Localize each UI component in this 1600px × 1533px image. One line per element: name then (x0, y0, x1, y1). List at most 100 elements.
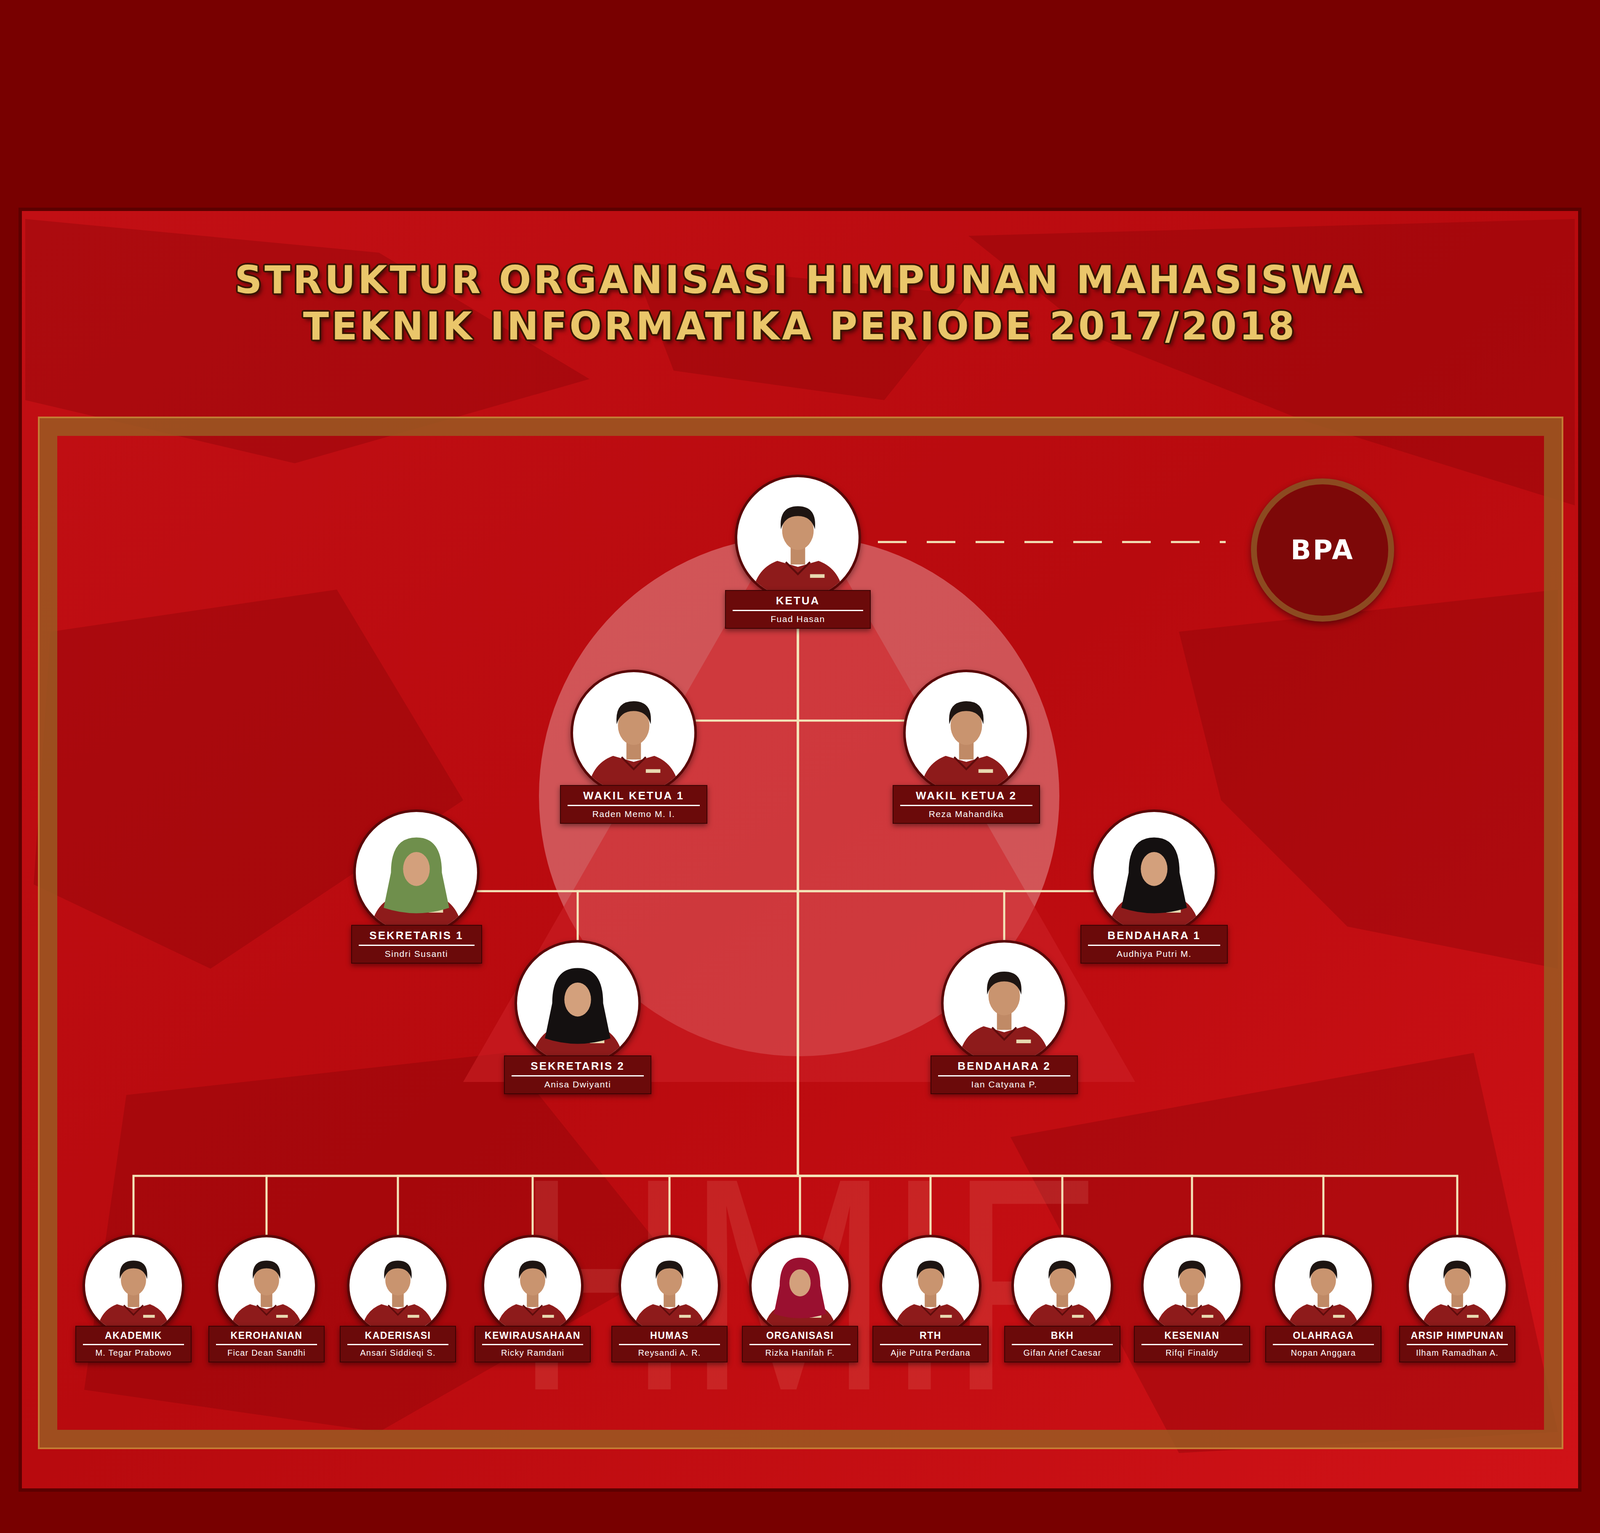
member-node: KETUA Fuad Hasan (725, 474, 871, 629)
person-name: Reza Mahandika (900, 808, 1033, 819)
role-title: BENDAHARA 2 (938, 1059, 1071, 1077)
name-plate: KEROHANIAN Ficar Dean Sandhi (208, 1325, 325, 1363)
photo-circle (749, 1234, 851, 1337)
person-name: Rifqi Finaldy (1141, 1347, 1243, 1358)
badge (679, 1314, 691, 1318)
portrait (882, 1237, 979, 1334)
photo-circle (1090, 809, 1218, 936)
hair (518, 1260, 547, 1279)
person-name: Fuad Hasan (732, 613, 864, 624)
photo-circle (903, 669, 1030, 796)
photo-circle (879, 1234, 982, 1337)
member-node: ARSIP HIMPUNANIlham Ramadhan A. (1399, 1234, 1516, 1363)
connector-line (797, 628, 905, 721)
badge (407, 1314, 420, 1318)
hair (1443, 1260, 1471, 1279)
role-title: RTH (880, 1329, 982, 1345)
badge (1072, 1314, 1084, 1318)
role-title: KADERISASI (347, 1329, 449, 1345)
portrait (484, 1237, 582, 1334)
connector-line (695, 628, 798, 721)
person-name: Ricky Ramdani (482, 1347, 584, 1358)
person-name: Ajie Putra Perdana (880, 1347, 982, 1358)
hair (780, 506, 816, 530)
member-node: WAKIL KETUA 2Reza Mahandika (892, 669, 1040, 824)
person-name: Reysandi A. R. (618, 1347, 720, 1358)
hair (916, 1260, 944, 1279)
role-title: KETUA (732, 594, 864, 611)
frame (48, 426, 1554, 1439)
member-node: BENDAHARA 2Ian Catyana P. (930, 939, 1078, 1094)
role-title: ORGANISASI (749, 1329, 851, 1345)
name-plate: BENDAHARA 1Audhiya Putri M. (1080, 924, 1228, 964)
photo-circle (1406, 1234, 1509, 1337)
texture (25, 218, 1575, 1453)
role-title: SEKRETARIS 1 (358, 928, 475, 946)
name-plate: KETUA Fuad Hasan (725, 589, 871, 629)
frame-edge (38, 417, 1563, 1448)
member-node: SEKRETARIS 1Sindri Susanti (351, 809, 483, 964)
member-node: KADERISASI Ansari Siddieqi S. (339, 1234, 456, 1363)
portrait (1143, 1237, 1241, 1334)
photo-circle (215, 1234, 318, 1337)
member-node: KEWIRAUSAHAANRicky Ramdani (474, 1234, 591, 1363)
badge (1201, 1314, 1214, 1318)
role-title: HUMAS (618, 1329, 720, 1345)
role-title: ARSIP HIMPUNAN (1406, 1329, 1508, 1345)
badge (810, 573, 825, 578)
badge (276, 1314, 288, 1318)
role-title: BENDAHARA 1 (1088, 928, 1221, 946)
name-plate: ARSIP HIMPUNANIlham Ramadhan A. (1399, 1325, 1516, 1363)
photo-circle (82, 1234, 185, 1337)
advisor-node: BPA (1250, 478, 1395, 622)
hair (384, 1260, 412, 1279)
badge (645, 768, 661, 773)
portrait (218, 1237, 315, 1334)
member-node: WAKIL KETUA 1Raden Memo M. I. (560, 669, 708, 824)
person-name: Nopan Anggara (1272, 1347, 1374, 1358)
role-title: KEROHANIAN (216, 1329, 318, 1345)
person-name: Anisa Dwiyanti (511, 1079, 644, 1090)
member-node: KEROHANIAN Ficar Dean Sandhi (208, 1234, 325, 1363)
hair (616, 701, 651, 725)
portrait (1274, 1237, 1372, 1334)
portrait (905, 672, 1027, 794)
hijab (773, 1257, 827, 1318)
name-plate: WAKIL KETUA 2Reza Mahandika (892, 784, 1040, 824)
photo-circle (1272, 1234, 1375, 1337)
portrait (573, 672, 695, 794)
member-node: BKHGifan Arief Caesar (1004, 1234, 1121, 1363)
name-plate: KADERISASI Ansari Siddieqi S. (339, 1325, 456, 1363)
connector-line (476, 628, 798, 891)
portrait (517, 942, 639, 1064)
hair (252, 1260, 280, 1279)
member-node: OLAHRAGANopan Anggara (1265, 1234, 1382, 1363)
member-node: RTH Ajie Putra Perdana (872, 1234, 989, 1363)
photo-circle (618, 1234, 721, 1337)
member-node: ORGANISASIRizka Hanifah F. (741, 1234, 859, 1363)
portrait (349, 1237, 447, 1334)
photo-circle (734, 474, 862, 601)
hijab (1121, 837, 1187, 913)
portrait (751, 1237, 849, 1334)
portrait (621, 1237, 718, 1334)
photo-circle (481, 1234, 584, 1337)
chart-title: STRUKTUR ORGANISASI HIMPUNAN MAHASISWA T… (168, 256, 1432, 350)
person-name: Ficar Dean Sandhi (216, 1347, 318, 1358)
member-node: SEKRETARIS 2 Anisa Dwiyanti (504, 939, 652, 1094)
photo-circle (346, 1234, 449, 1337)
hijab (383, 837, 450, 913)
role-title: SEKRETARIS 2 (511, 1059, 644, 1077)
portrait (1013, 1237, 1111, 1334)
photo-circle (570, 669, 697, 796)
portrait (1408, 1237, 1506, 1334)
hair (655, 1260, 683, 1279)
advisor-circle: BPA (1250, 478, 1395, 622)
name-plate: WAKIL KETUA 1Raden Memo M. I. (560, 784, 708, 824)
face (1140, 851, 1168, 886)
member-node: KESENIANRifqi Finaldy (1133, 1234, 1251, 1363)
person-name: Ansari Siddieqi S. (347, 1347, 449, 1358)
hair (1178, 1260, 1206, 1279)
